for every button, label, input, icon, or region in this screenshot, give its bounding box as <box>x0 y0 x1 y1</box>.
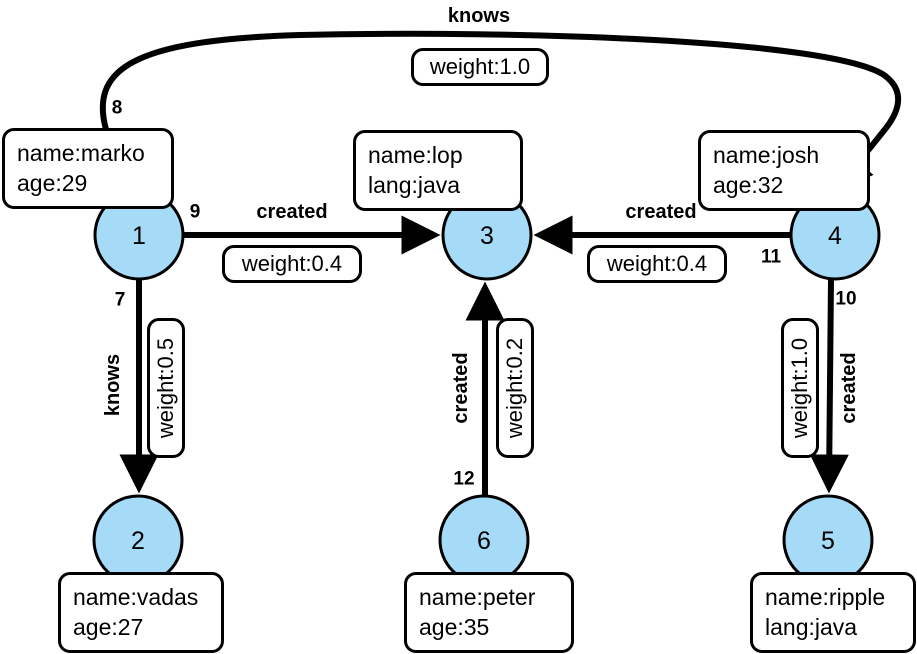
node-1-prop-0: name:marko <box>17 140 145 166</box>
edge-11-weight-box[interactable]: weight:0.4 <box>587 245 727 283</box>
node-2[interactable]: 2 <box>92 494 184 586</box>
node-6-prop-1: age:35 <box>419 614 490 640</box>
node-2-property-box[interactable]: name:vadas age:27 <box>58 572 224 653</box>
edge-12-weight-label: weight:0.2 <box>502 337 528 439</box>
edge-9-id-label: 9 <box>190 202 201 223</box>
edge-10-weight-box[interactable]: weight:1.0 <box>781 318 819 458</box>
node-3-label: 3 <box>480 222 494 250</box>
node-5[interactable]: 5 <box>782 494 874 586</box>
node-3-prop-0: name:lop <box>368 142 463 168</box>
node-4-label: 4 <box>828 222 842 250</box>
edge-12-id-label: 12 <box>453 469 474 490</box>
node-5-label: 5 <box>821 527 835 555</box>
node-4-property-box[interactable]: name:josh age:32 <box>698 130 870 211</box>
node-4-prop-0: name:josh <box>713 142 820 168</box>
node-3-property-box[interactable]: name:lop lang:java <box>353 130 523 211</box>
edge-8-type-label: knows <box>448 5 510 27</box>
node-6[interactable]: 6 <box>438 494 530 586</box>
node-6-property-box[interactable]: name:peter age:35 <box>404 572 574 653</box>
edge-12-weight-box[interactable]: weight:0.2 <box>496 318 534 458</box>
edge-12-type-label: created <box>450 352 472 423</box>
node-2-label: 2 <box>131 527 145 555</box>
node-1-property-box[interactable]: name:marko age:29 <box>2 128 174 209</box>
node-4[interactable]: 4 <box>789 189 881 281</box>
node-1-label: 1 <box>132 222 146 250</box>
edge-7-type-label: knows <box>102 354 124 416</box>
edge-7-id-label: 7 <box>115 290 126 311</box>
edge-11-id-label: 11 <box>761 247 782 268</box>
node-1-prop-1: age:29 <box>17 170 88 196</box>
edge-9-weight-label: weight:0.4 <box>241 251 343 276</box>
edge-10-path <box>809 278 849 494</box>
edge-8-path <box>99 30 902 134</box>
edge-10-type-label: created <box>838 352 860 423</box>
edge-8-id-label: 8 <box>112 98 123 119</box>
node-5-property-box[interactable]: name:ripple lang:java <box>750 572 916 653</box>
node-2-prop-1: age:27 <box>73 614 144 640</box>
node-5-prop-1: lang:java <box>765 614 858 640</box>
node-6-prop-0: name:peter <box>419 584 536 610</box>
node-6-label: 6 <box>477 527 491 555</box>
edge-11-type-label: created <box>625 201 696 223</box>
node-3-prop-1: lang:java <box>368 172 461 198</box>
edge-10-created[interactable] <box>809 278 849 494</box>
edge-7-weight-label: weight:0.5 <box>153 337 179 439</box>
edge-7-weight-box[interactable]: weight:0.5 <box>147 318 185 458</box>
edge-9-type-label: created <box>256 201 327 223</box>
edge-10-id-label: 10 <box>835 289 856 310</box>
edge-10-weight-label: weight:1.0 <box>787 337 813 439</box>
edge-8-weight-box[interactable]: weight:1.0 <box>411 48 549 86</box>
node-5-prop-0: name:ripple <box>765 584 886 610</box>
edge-8-weight-label: weight:1.0 <box>429 54 531 79</box>
edge-11-weight-label: weight:0.4 <box>606 251 708 276</box>
node-4-prop-1: age:32 <box>713 172 784 198</box>
node-2-prop-0: name:vadas <box>73 584 199 610</box>
edge-9-weight-box[interactable]: weight:0.4 <box>222 245 362 283</box>
